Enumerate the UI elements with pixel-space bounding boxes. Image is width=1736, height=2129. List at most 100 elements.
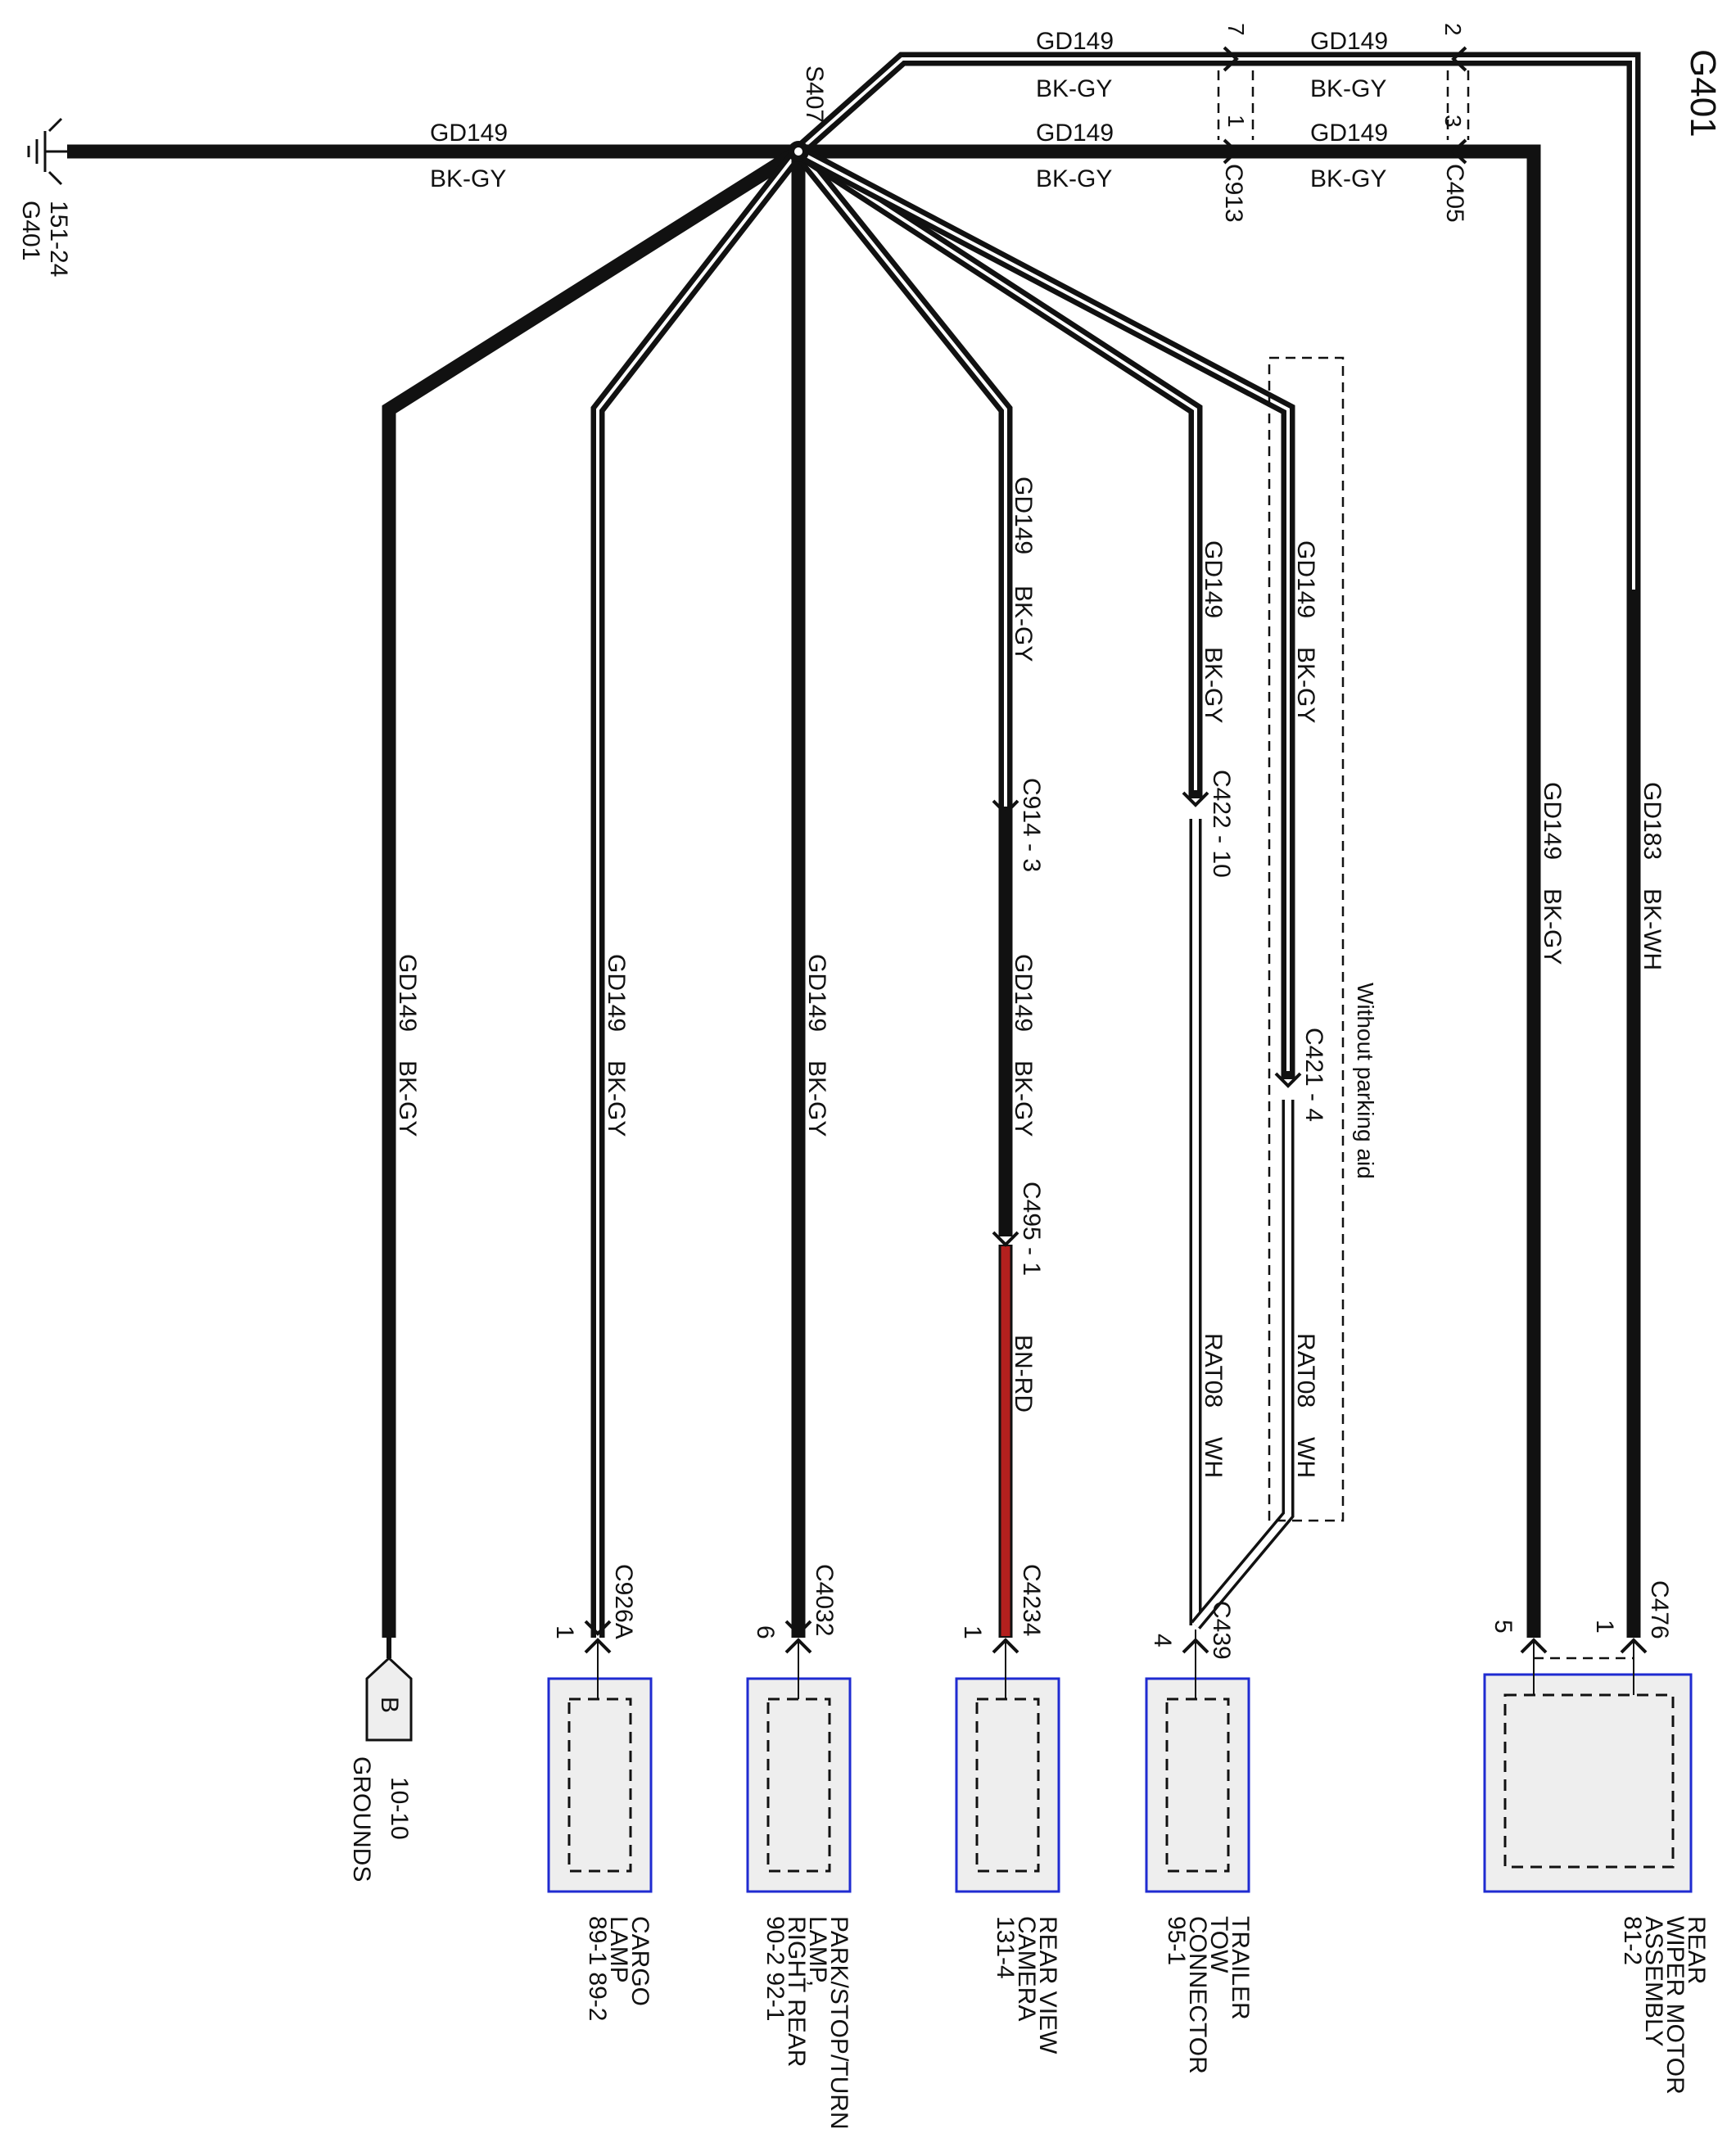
- wiper-name-3: ASSEMBLY: [1640, 1916, 1667, 2047]
- top2-circuit2: GD149: [1310, 120, 1388, 147]
- trailer-name-1: TRAILER: [1227, 1916, 1254, 2020]
- park-name-1: PARK/STOP/TURN: [825, 1916, 852, 2129]
- wiper-pin-1: 1: [1591, 1620, 1618, 1634]
- ground-icon: [27, 117, 67, 186]
- left-wire-color: BK-GY: [430, 165, 506, 192]
- wiper-name-1: REAR: [1683, 1916, 1710, 1984]
- cargo-pin: 1: [551, 1625, 578, 1639]
- trailer-a-color: BK-GY: [1200, 647, 1227, 723]
- top1-color2: BK-GY: [1310, 75, 1386, 102]
- splice-label: S407: [801, 66, 828, 123]
- wiper-pin-5: 5: [1490, 1620, 1517, 1634]
- grounds-ref: 10-10: [386, 1777, 413, 1840]
- wiper-name-2: WIPER MOTOR: [1661, 1916, 1689, 2095]
- cargo-name-1: CARGO: [626, 1916, 653, 2006]
- c405-pin-3: 3: [1440, 115, 1466, 128]
- camera-circuit-b: GD149: [1010, 954, 1037, 1032]
- connector-c422[interactable]: [1182, 791, 1209, 807]
- wiper-connector: C476: [1646, 1580, 1673, 1639]
- trailer-pages: 95-1: [1163, 1916, 1190, 1965]
- connector-c4032-mark: [784, 1620, 812, 1636]
- trailer-a-circuit-b: RAT08: [1200, 1333, 1227, 1408]
- option-box: [1268, 356, 1345, 1522]
- ground-source-page: 151-24: [45, 201, 72, 277]
- option-note: Without parking aid: [1353, 983, 1378, 1179]
- park-circuit: GD149: [803, 954, 830, 1032]
- connector-c421[interactable]: [1274, 1072, 1302, 1088]
- top2-color: BK-GY: [1036, 165, 1112, 192]
- c913-pin-1: 1: [1223, 115, 1249, 128]
- top1-circuit2: GD149: [1310, 28, 1388, 55]
- cargo-lamp[interactable]: [547, 1638, 653, 1893]
- trailer-tow-connector[interactable]: [1145, 1630, 1250, 1893]
- wire-branch-trailer-a[interactable]: [794, 145, 1203, 1625]
- trailer-name-2: TOW: [1205, 1916, 1232, 1973]
- c913-pin-7: 7: [1223, 23, 1249, 36]
- trailer-name-3: CONNECTOR: [1184, 1916, 1211, 2074]
- camera-color: BK-GY: [1010, 585, 1037, 662]
- trailer-b-circuit-b: RAT08: [1292, 1333, 1319, 1408]
- c913-label: C913: [1220, 164, 1247, 223]
- trailer-b-color-b: WH: [1292, 1437, 1319, 1478]
- connector-c926a-mark: [584, 1620, 612, 1636]
- park-pages: 90-2 92-1: [762, 1916, 789, 2021]
- ground-source-id: G401: [17, 201, 44, 260]
- grounds-color: BK-GY: [394, 1060, 421, 1137]
- camera-name-1: REAR VIEW: [1034, 1916, 1061, 2054]
- cargo-color: BK-GY: [603, 1060, 630, 1137]
- camera-connector: C4234: [1018, 1564, 1045, 1636]
- camera-color-b: BK-GY: [1010, 1060, 1037, 1137]
- grounds-name: GROUNDS: [348, 1756, 375, 1882]
- connector-c914[interactable]: [992, 799, 1019, 816]
- top2-circuit: GD149: [1036, 120, 1114, 147]
- cargo-name-2: LAMP: [605, 1916, 632, 1983]
- top1-color: BK-GY: [1036, 75, 1112, 102]
- cargo-connector: C926A: [610, 1564, 637, 1639]
- rear-view-camera[interactable]: [955, 1638, 1060, 1893]
- park-pin: 6: [752, 1625, 779, 1639]
- wire-top-1[interactable]: [793, 52, 1641, 1638]
- connector-c405[interactable]: [1446, 46, 1470, 165]
- camera-pages: 131-4: [992, 1916, 1019, 1979]
- wiper-b-circuit: GD183: [1639, 782, 1666, 860]
- grounds-circuit: GD149: [394, 954, 421, 1032]
- diagram-title: G401: [1683, 49, 1723, 138]
- camera-name-2: CAMERA: [1013, 1916, 1040, 2021]
- park-color: BK-GY: [803, 1060, 830, 1137]
- camera-circuit: GD149: [1010, 477, 1037, 554]
- trailer-a-conn: C422 - 10: [1208, 770, 1235, 878]
- grounds-tag[interactable]: [365, 1638, 413, 1742]
- trailer-b-circuit: GD149: [1292, 540, 1319, 618]
- connector-c495[interactable]: [992, 1231, 1019, 1247]
- wire-branch-cargo[interactable]: [590, 147, 804, 1638]
- wiper-b-color: BK-WH: [1639, 888, 1666, 970]
- wiper-pages: 81-2: [1619, 1916, 1646, 1965]
- trailer-pin: 4: [1149, 1634, 1176, 1648]
- park-lamp[interactable]: [746, 1638, 852, 1893]
- park-name-3: RIGHT REAR: [783, 1916, 810, 2067]
- cargo-circuit: GD149: [603, 954, 630, 1032]
- camera-pin: 1: [959, 1625, 986, 1639]
- wire-branch-trailer-b[interactable]: [795, 145, 1295, 1630]
- camera-conn-a: C914 - 3: [1018, 778, 1045, 872]
- wire-branch-grounds[interactable]: [382, 145, 802, 1638]
- top2-color2: BK-GY: [1310, 165, 1386, 192]
- c405-label: C405: [1441, 164, 1468, 223]
- wires: [67, 52, 1641, 1638]
- park-name-2: LAMP,: [804, 1916, 831, 1987]
- grounds-tag-letter: B: [376, 1697, 403, 1713]
- wire-branch-camera[interactable]: [793, 147, 1013, 1638]
- wiper-a-color: BK-GY: [1539, 888, 1566, 965]
- rear-wiper-motor-assembly[interactable]: [1483, 1638, 1693, 1893]
- camera-color-c: BN-RD: [1010, 1335, 1037, 1413]
- c405-pin-2: 2: [1440, 23, 1466, 36]
- wire-top-2[interactable]: [798, 144, 1541, 1638]
- trailer-a-circuit: GD149: [1200, 540, 1227, 618]
- connector-c913[interactable]: [1217, 46, 1255, 165]
- top1-circuit: GD149: [1036, 28, 1114, 55]
- left-wire-circuit: GD149: [430, 120, 508, 147]
- camera-conn-b: C495 - 1: [1018, 1182, 1045, 1276]
- trailer-b-conn: C421 - 4: [1300, 1028, 1327, 1122]
- park-connector: C4032: [811, 1564, 838, 1636]
